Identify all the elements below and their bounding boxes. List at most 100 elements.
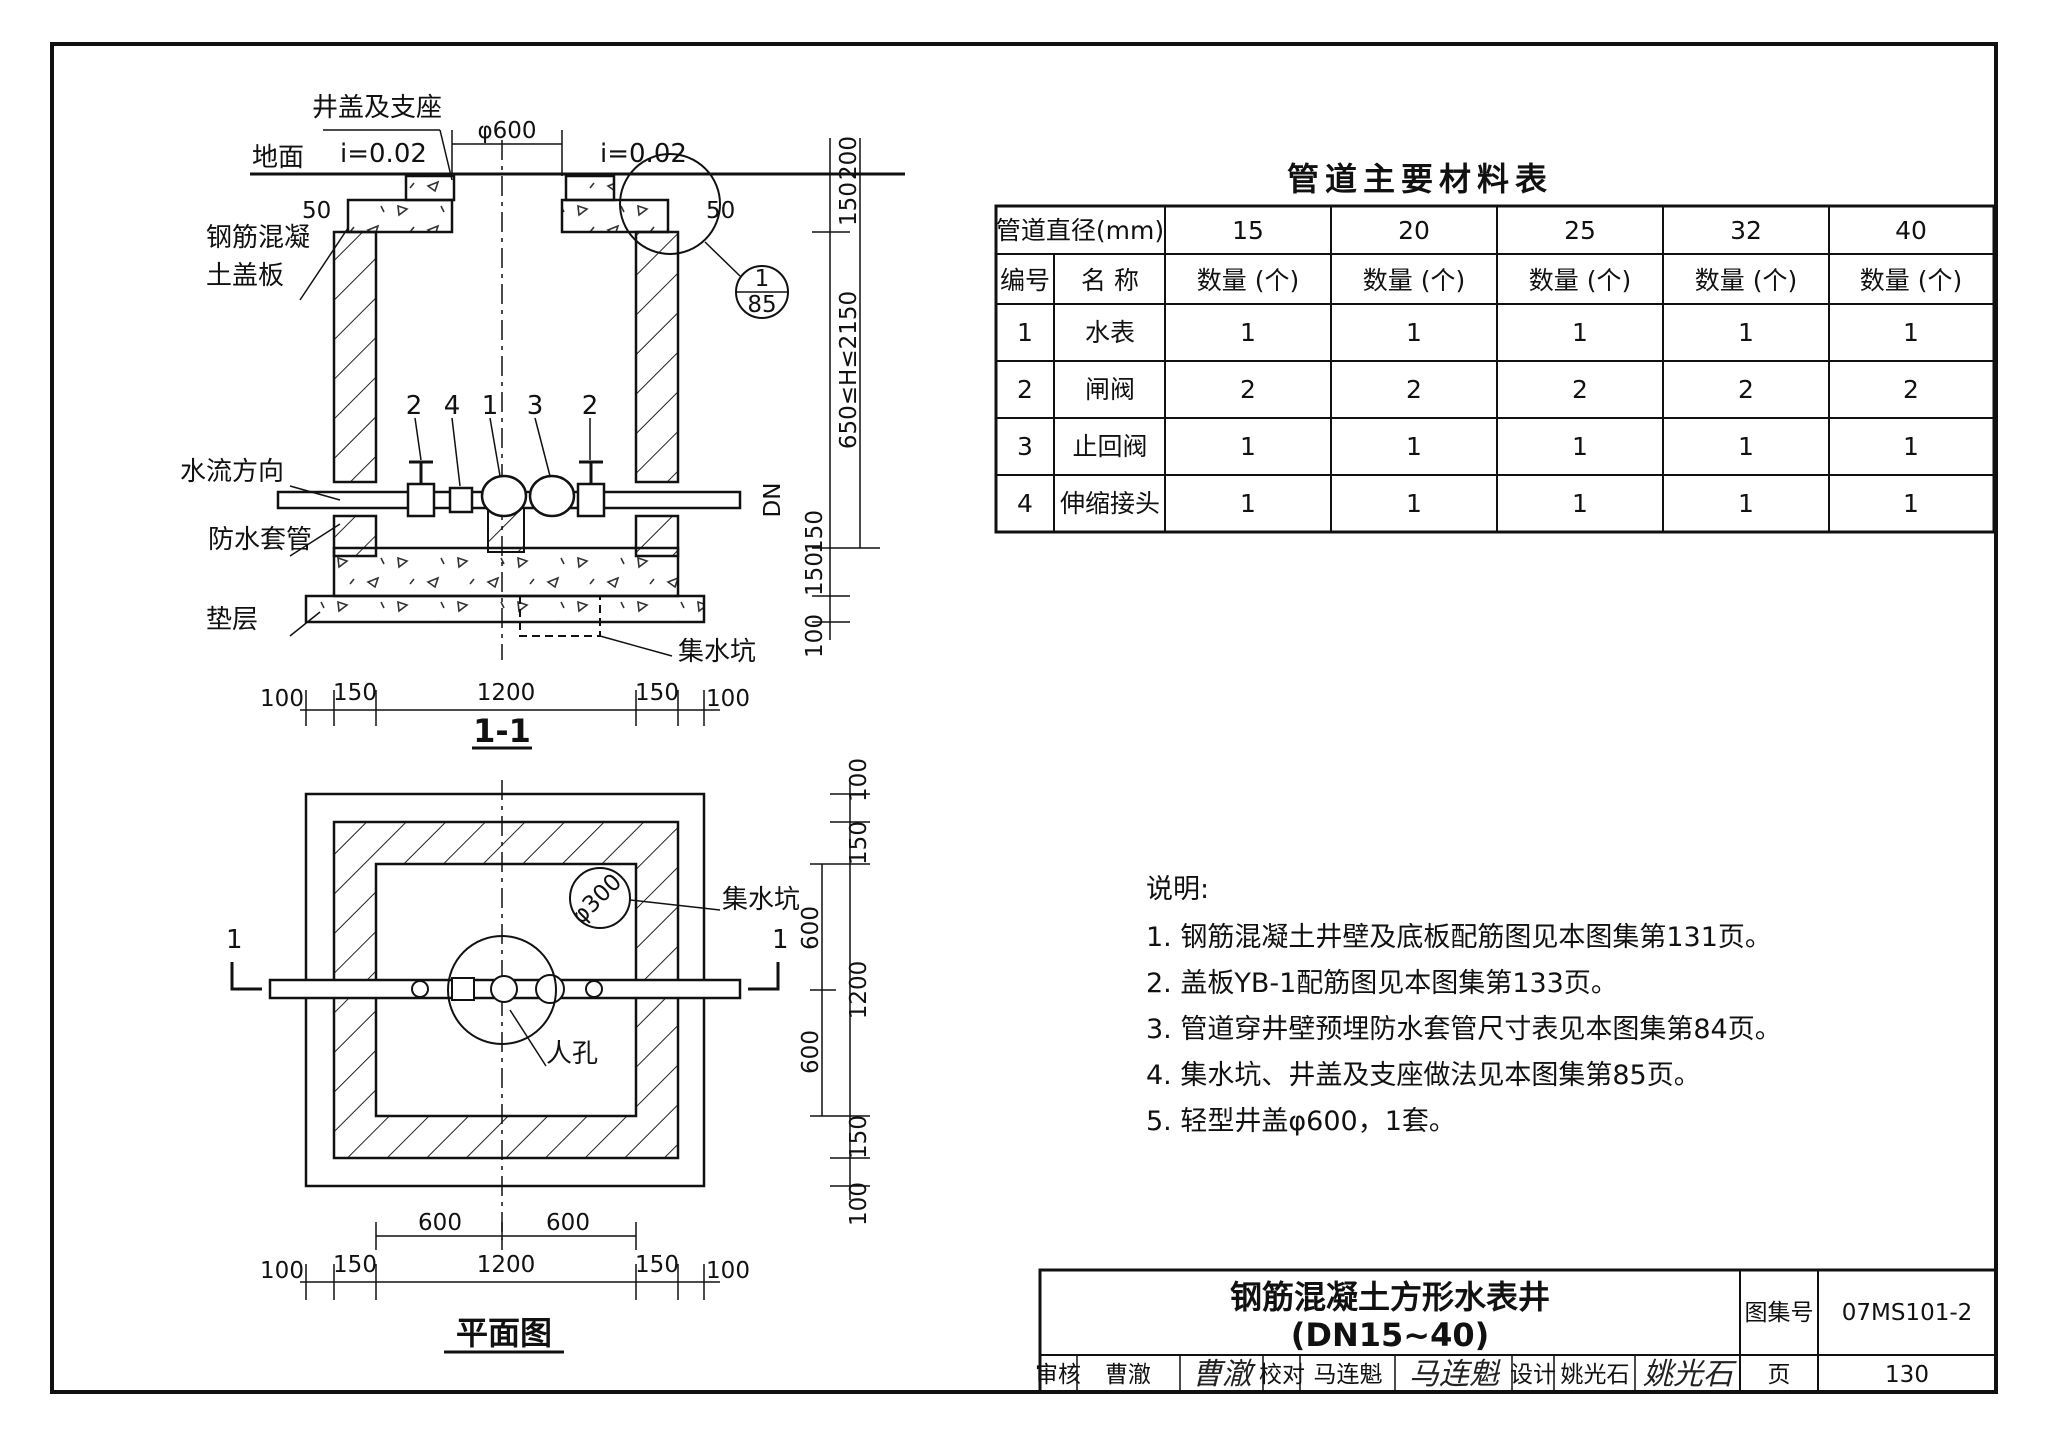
table-cell-no: 3: [1017, 432, 1033, 461]
vdim-1: 200: [836, 136, 862, 180]
label-opening-dia: φ600: [477, 118, 536, 144]
table-diameter-15: 15: [1232, 216, 1264, 245]
label-cover-offset-left: 50: [302, 198, 331, 224]
table-cell-name: 止回阀: [1072, 432, 1147, 461]
table-title: 管道主要材料表: [1287, 160, 1553, 198]
plan-view: 平面图 集水坑 φ300 人孔 1 1 100 150 600 1200 600…: [226, 758, 872, 1354]
sheet-border: [50, 42, 1998, 1394]
table-col-qty-1: 数量 (个): [1197, 266, 1299, 295]
label-slope-left: i=0.02: [340, 139, 427, 169]
title-line1: 钢筋混凝土方形水表井: [1230, 1278, 1550, 1316]
note-item: 1. 钢筋混凝土井壁及底板配筋图见本图集第131页。: [1146, 922, 1772, 953]
table-cell-qty: 2: [1406, 375, 1422, 404]
page-label: 页: [1768, 1362, 1791, 1388]
table-cell-name: 闸阀: [1085, 375, 1135, 404]
plan-vdim-4: 1200: [846, 961, 872, 1020]
plan-title: 平面图: [456, 1314, 552, 1352]
table-diameter-32: 32: [1730, 216, 1762, 245]
callout-5: 2: [582, 391, 599, 421]
table-row: 1 水表 1 1 1 1 1: [1017, 318, 1919, 347]
label-sump: 集水坑: [678, 637, 756, 667]
table-col-qty-3: 数量 (个): [1529, 266, 1631, 295]
hdim-1: 100: [260, 686, 304, 712]
table-col-qty-2: 数量 (个): [1363, 266, 1465, 295]
table-cell-qty: 1: [1572, 489, 1588, 518]
vdim-6: 150: [802, 552, 828, 596]
plan-vdim-2: 150: [846, 821, 872, 865]
atlas-label: 图集号: [1745, 1300, 1814, 1326]
reviewer-signature: 曹澈: [1192, 1357, 1256, 1392]
section-view: 1-1 井盖及支座 地面 i=0.02 i=0.02 φ600 50 50 钢筋…: [180, 93, 905, 750]
table-row: 2 闸阀 2 2 2 2 2: [1017, 375, 1919, 404]
detail-ref-top: 1: [755, 266, 770, 292]
hdim-4: 150: [635, 680, 679, 706]
table-cell-qty: 2: [1240, 375, 1256, 404]
vdim-4: DN: [760, 483, 786, 518]
table-cell-qty: 1: [1738, 489, 1754, 518]
label-rc-cover-line1: 钢筋混凝: [206, 223, 310, 253]
label-flow-direction: 水流方向: [180, 457, 284, 487]
atlas-no: 07MS101-2: [1842, 1300, 1973, 1326]
callout-2: 4: [444, 391, 461, 421]
vdim-5: 150: [802, 510, 828, 554]
plan-hdim-4: 150: [635, 1252, 679, 1278]
plan-vdim-5: 600: [798, 1030, 824, 1074]
table-col-qty-5: 数量 (个): [1860, 266, 1962, 295]
table-diameter-40: 40: [1895, 216, 1927, 245]
table-cell-no: 4: [1017, 489, 1033, 518]
reviewer: 曹澈: [1105, 1362, 1151, 1388]
note-item: 4. 集水坑、井盖及支座做法见本图集第85页。: [1146, 1060, 1701, 1091]
plan-label-sump-dia: φ300: [567, 869, 627, 929]
plan-hdim-5: 100: [706, 1258, 750, 1284]
page-no: 130: [1885, 1362, 1929, 1388]
table-col-qty-4: 数量 (个): [1695, 266, 1797, 295]
note-item: 3. 管道穿井壁预埋防水套管尺寸表见本图集第84页。: [1146, 1014, 1782, 1045]
table-cell-qty: 1: [1572, 432, 1588, 461]
table-diameter-20: 20: [1398, 216, 1430, 245]
checker-signature: 马连魁: [1409, 1357, 1501, 1392]
note-item: 2. 盖板YB-1配筋图见本图集第133页。: [1146, 968, 1618, 999]
designer: 姚光石: [1561, 1362, 1630, 1388]
table-cell-qty: 2: [1572, 375, 1588, 404]
table-cell-qty: 1: [1240, 318, 1256, 347]
notes-heading: 说明:: [1146, 874, 1209, 905]
designer-signature: 姚光石: [1643, 1357, 1737, 1392]
vdim-7: 100: [802, 614, 828, 658]
table-cell-qty: 2: [1738, 375, 1754, 404]
plan-vdim-6: 150: [846, 1115, 872, 1159]
table-cell-qty: 1: [1406, 432, 1422, 461]
table-col-name: 名 称: [1081, 266, 1139, 295]
title-line2: (DN15~40): [1291, 1316, 1489, 1354]
plan-cut-right: 1: [772, 925, 789, 955]
table-col-no: 编号: [1000, 266, 1050, 295]
plan-label-sump: 集水坑: [722, 885, 800, 915]
notes: 说明: 1. 钢筋混凝土井壁及底板配筋图见本图集第131页。 2. 盖板YB-1…: [1146, 874, 1782, 1137]
table-diameter-25: 25: [1564, 216, 1596, 245]
section-title: 1-1: [473, 712, 531, 750]
table-cell-qty: 1: [1406, 489, 1422, 518]
label-ground: 地面: [252, 143, 304, 173]
callout-3: 1: [482, 391, 499, 421]
vdim-2: 150: [836, 182, 862, 226]
label-sleeve: 防水套管: [208, 525, 312, 555]
hdim-2: 150: [333, 680, 377, 706]
plan-label-manhole: 人孔: [546, 1039, 598, 1069]
review-label: 审核: [1035, 1362, 1081, 1388]
label-slope-right: i=0.02: [600, 139, 687, 169]
table-cell-name: 伸缩接头: [1060, 489, 1160, 518]
table-cell-qty: 1: [1240, 489, 1256, 518]
label-cushion: 垫层: [206, 605, 258, 635]
label-rc-cover-line2: 土盖板: [206, 261, 284, 291]
plan-hdim-top-1: 600: [418, 1210, 462, 1236]
table-cell-qty: 1: [1738, 432, 1754, 461]
callout-4: 3: [527, 391, 544, 421]
table-row: 3 止回阀 1 1 1 1 1: [1017, 432, 1919, 461]
label-cover-support: 井盖及支座: [312, 93, 442, 123]
plan-hdim-1: 100: [260, 1258, 304, 1284]
table-cell-qty: 1: [1903, 318, 1919, 347]
plan-vdim-7: 100: [846, 1182, 872, 1226]
table-cell-name: 水表: [1085, 318, 1135, 347]
table-cell-qty: 1: [1572, 318, 1588, 347]
table-cell-qty: 2: [1903, 375, 1919, 404]
